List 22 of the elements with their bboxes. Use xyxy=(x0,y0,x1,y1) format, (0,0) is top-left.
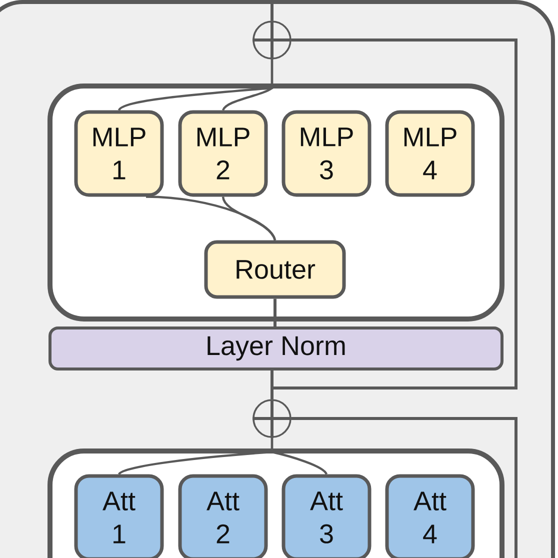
skip-connection-line xyxy=(291,417,518,558)
layer-norm-bar: Layer Norm xyxy=(48,326,504,370)
connector-line xyxy=(270,388,274,400)
connector-line xyxy=(270,438,328,475)
plus-circle xyxy=(251,19,293,61)
connector-line xyxy=(146,196,276,241)
plus-circle xyxy=(251,398,293,440)
mlp-box: MLP 1 xyxy=(74,110,164,197)
mlp-box: MLP 2 xyxy=(178,110,268,197)
connector-line xyxy=(270,370,274,388)
connector-line xyxy=(270,0,274,21)
skip-connection-line xyxy=(272,38,518,390)
attention-box: Att 2 xyxy=(178,474,268,558)
attention-box: Att 1 xyxy=(74,474,164,558)
mlp-box: MLP 3 xyxy=(282,110,372,197)
attention-box: Att 4 xyxy=(385,474,475,558)
mlp-box: MLP 4 xyxy=(385,110,475,197)
connector-line xyxy=(222,196,276,241)
attention-box: Att 3 xyxy=(282,474,372,558)
connector-line xyxy=(222,59,274,111)
router-box: Router xyxy=(204,240,346,299)
connector-line xyxy=(274,298,276,326)
